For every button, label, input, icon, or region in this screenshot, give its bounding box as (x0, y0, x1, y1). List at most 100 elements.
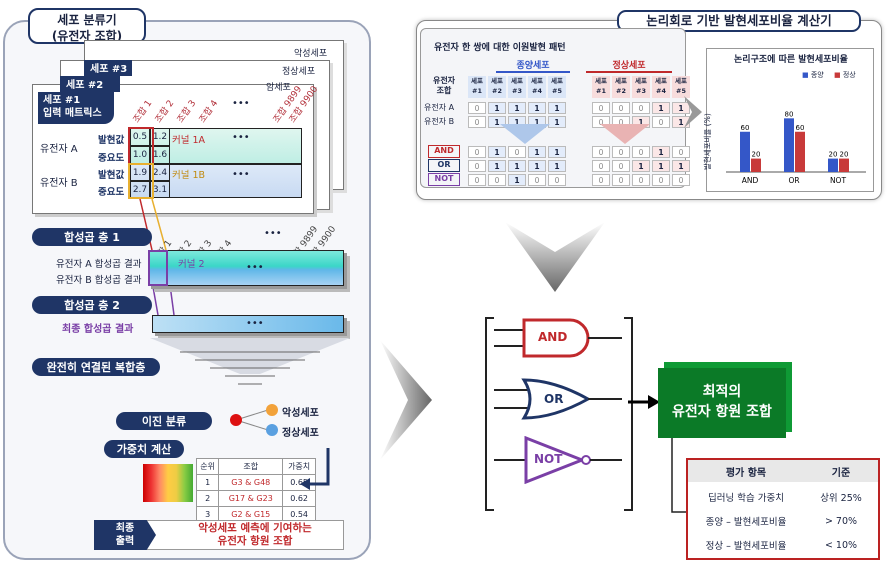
fc-label: 완전히 연결된 복합층 (32, 358, 160, 376)
or-gate-label: OR (544, 392, 564, 406)
cell-id-header: 세포 #3 (508, 76, 526, 98)
conv2-label: 합성곱 층 2 (32, 296, 152, 314)
expr-label-a: 발현값 (98, 135, 125, 146)
truth-cell: 0 (592, 174, 610, 186)
truth-cell: 0 (548, 174, 566, 186)
combo-ellipsis: ••• (232, 98, 250, 109)
truth-cell: 0 (612, 102, 630, 114)
criteria-row: 종양 – 발현세포비율 > 70% (688, 510, 878, 532)
or-gate-icon (494, 378, 622, 420)
and-gate-label: AND (538, 330, 568, 344)
matrix-cell: 3.1 (150, 181, 170, 198)
conv2-tensor (152, 315, 344, 333)
truth-cell: 1 (488, 160, 506, 172)
truth-cell: 0 (612, 174, 630, 186)
truth-cell: 0 (508, 146, 526, 158)
truth-cell: 1 (488, 102, 506, 114)
truth-cell: 0 (468, 160, 486, 172)
legend-tumor-text: 종양 (810, 71, 824, 79)
cell-id-header: 세포 #2 (612, 76, 630, 98)
truth-cell: 0 (592, 160, 610, 172)
truth-cell: 0 (468, 102, 486, 114)
criteria-header-item: 평가 항목 (725, 467, 767, 479)
kernel-1a-label: 커널 1A (172, 135, 206, 146)
truth-cell: 1 (508, 174, 526, 186)
output-0-text: 정상세포 (282, 428, 319, 439)
kernel-2-label: 커널 2 (178, 259, 205, 270)
criteria-header-std: 기준 (831, 467, 851, 479)
gene-a-label: 유전자 A (40, 144, 78, 155)
truth-cell: 1 (548, 146, 566, 158)
truth-cell: 0 (592, 102, 610, 114)
truth-cell: 1 (632, 160, 650, 172)
kernel-1b-label: 커널 1B (172, 170, 206, 181)
stack-label-2: 세포 #2 (60, 76, 120, 92)
conv1-label: 합성곱 층 1 (32, 228, 152, 246)
bar-value-label: 60 (741, 124, 750, 132)
big-arrow-right (380, 340, 432, 460)
criteria-header: 평가 항목 기준 (688, 460, 878, 482)
matrix-ellipsis-a: ••• (232, 132, 250, 143)
truth-cell: 0 (612, 160, 630, 172)
kernel-2-box (148, 250, 168, 286)
conv2-ellipsis: ••• (246, 318, 264, 329)
truth-cell: 0 (468, 146, 486, 158)
conv1-tensor (148, 250, 344, 286)
bar-정상 (839, 158, 849, 172)
gene-b-label: 유전자 B (40, 178, 78, 189)
truth-cell: 1 (548, 102, 566, 114)
truth-cell: 1 (508, 160, 526, 172)
table-cell: 1 (195, 474, 220, 491)
heatmap-image (143, 464, 193, 502)
truth-cell: 0 (468, 116, 486, 128)
truth-cell: 1 (652, 146, 670, 158)
pattern-arrows (500, 124, 650, 144)
gate-and-tag: AND (428, 145, 460, 158)
panel-arrow-right (684, 96, 702, 128)
binary-label: 이진 분류 (116, 412, 212, 430)
truth-cell: 1 (488, 146, 506, 158)
rank-header: 순위 (195, 458, 220, 475)
truth-cell: 1 (528, 160, 546, 172)
criteria-value: < 10% (824, 539, 858, 551)
cell-id-header: 세포 #1 (468, 76, 486, 98)
bar-정상 (795, 131, 805, 172)
weight-label-a: 중요도 (98, 153, 125, 164)
not-gate-icon (494, 436, 622, 484)
matrix-cell: 1.2 (150, 128, 170, 146)
bar-value-label: 20 (829, 151, 838, 159)
truth-cell: 0 (652, 174, 670, 186)
row-a-label: 유전자 A (424, 103, 455, 112)
bar-value-label: 20 (752, 151, 761, 159)
cell-id-header: 세포 #5 (548, 76, 566, 98)
normal-label: 정상세포 (586, 58, 672, 73)
stack-label-1: 세포 #1 입력 매트릭스 (38, 92, 114, 124)
connector-lines (139, 198, 175, 316)
final-output-label: 최종 출력 (94, 520, 156, 550)
criteria-item: 딥러닝 학습 가중치 (708, 493, 784, 504)
table-cell: G17 & G23 (218, 490, 284, 507)
optimal-combo-box: 최적의 유전자 항원 조합 (658, 368, 786, 438)
bar-value-label: 60 (796, 124, 805, 132)
bar-value-label: 80 (785, 110, 794, 118)
combo-header: 조합 (218, 458, 284, 475)
truth-cell: 0 (528, 174, 546, 186)
truth-cell: 1 (672, 102, 690, 114)
final-output-text: 악성세포 예측에 기여하는 유전자 항원 조합 (198, 522, 312, 547)
cell-id-header: 세포 #3 (632, 76, 650, 98)
tumor-label: 종양세포 (496, 58, 570, 73)
matrix-ellipsis-b: ••• (232, 169, 250, 180)
calculator-title: 논리회로 기반 발현세포비율 계산기 (617, 10, 861, 32)
gene-combo-label: 유전자 조합 (432, 76, 456, 95)
conv1-result-b-label: 유전자 B 합성곱 결과 (56, 275, 142, 286)
truth-cell: 1 (528, 102, 546, 114)
cell-id-header: 세포 #1 (592, 76, 610, 98)
conv1-tensor-ellipsis: ••• (246, 262, 264, 273)
legend-normal: ■ 정상 (834, 71, 856, 79)
matrix-cell: 1.6 (150, 146, 170, 164)
truth-cell: 0 (468, 174, 486, 186)
criteria-row: 정상 – 발현세포비율 < 10% (688, 534, 878, 556)
bar-정상 (751, 158, 761, 172)
weight-header: 가중치 (282, 458, 316, 475)
row-b-label: 유전자 B (424, 117, 455, 126)
